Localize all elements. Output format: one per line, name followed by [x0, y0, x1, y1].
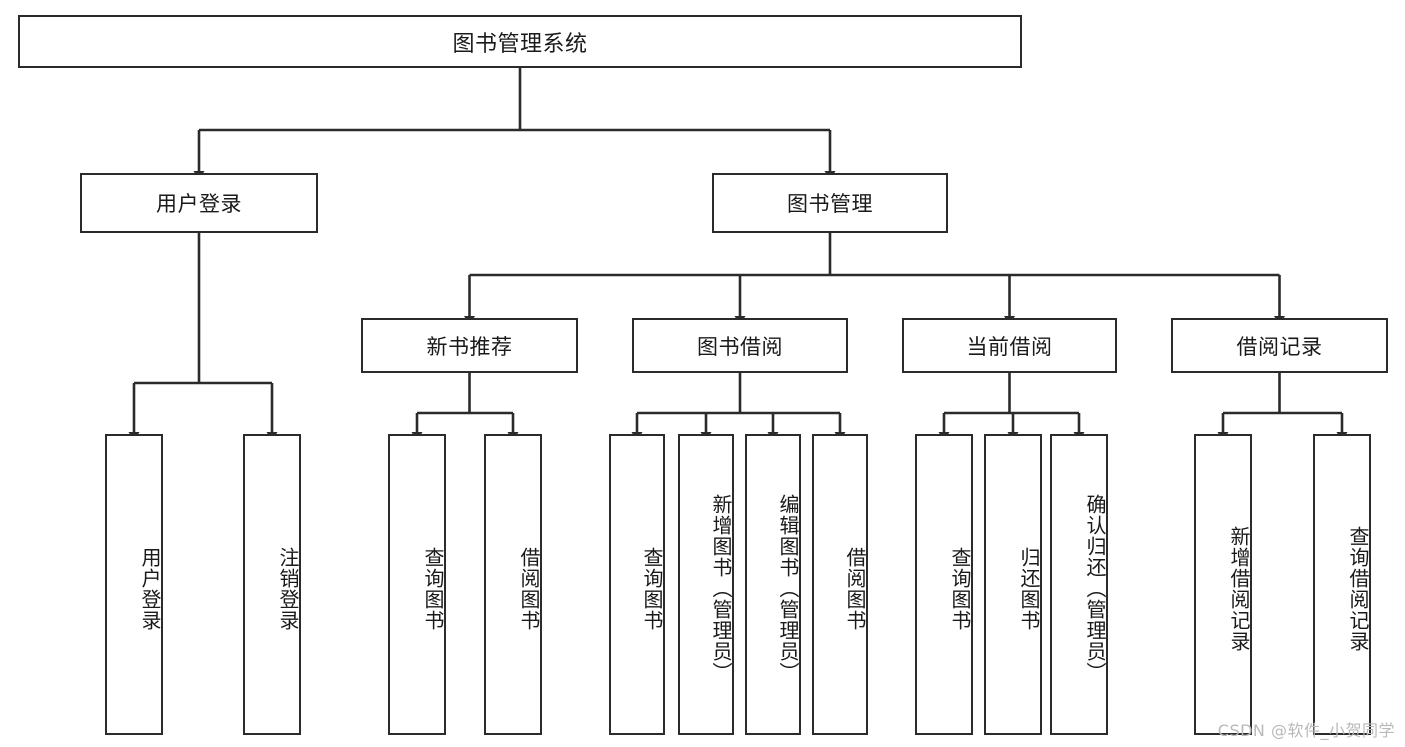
leaf-borrow-do-borrow-book[interactable]: 借阅图书: [812, 434, 868, 735]
node-borrow-record[interactable]: 借阅记录: [1171, 318, 1388, 373]
node-root[interactable]: 图书管理系统: [18, 15, 1022, 68]
leaf-borrow-query-book[interactable]: 查询图书: [609, 434, 665, 735]
leaf-current-confirm-return-admin[interactable]: 确认归还（管理员）: [1050, 434, 1108, 735]
leaf-recommend-query-book[interactable]: 查询图书: [388, 434, 446, 735]
node-new-book-recommend[interactable]: 新书推荐: [361, 318, 578, 373]
leaf-borrow-add-book-admin[interactable]: 新增图书（管理员）: [678, 434, 734, 735]
node-label: 归还图书: [1017, 546, 1041, 631]
watermark-text: CSDN @软件_小贺同学: [1217, 721, 1395, 740]
leaf-current-return-book[interactable]: 归还图书: [984, 434, 1042, 735]
leaf-current-query-book[interactable]: 查询图书: [915, 434, 973, 735]
node-label: 图书管理系统: [452, 31, 588, 57]
node-label: 图书管理: [787, 192, 873, 216]
leaf-recommend-borrow-book[interactable]: 借阅图书: [484, 434, 542, 735]
node-label: 查询图书: [421, 546, 445, 631]
leaf-borrow-edit-book-admin[interactable]: 编辑图书（管理员）: [745, 434, 801, 735]
node-label: 借阅图书: [517, 546, 541, 631]
node-label: 图书借阅: [697, 334, 783, 359]
leaf-record-query-borrow-record[interactable]: 查询借阅记录: [1313, 434, 1371, 735]
node-label: 查询图书: [640, 546, 664, 631]
leaf-user-login[interactable]: 用户登录: [105, 434, 163, 735]
node-label: 用户登录: [138, 546, 162, 631]
node-current-borrow[interactable]: 当前借阅: [902, 318, 1117, 373]
node-label: 当前借阅: [966, 334, 1053, 359]
node-label: 确认归还（管理员）: [1083, 494, 1107, 683]
node-label: 查询图书: [948, 546, 972, 631]
node-label: 借阅记录: [1236, 334, 1323, 359]
node-user-login-module[interactable]: 用户登录: [80, 173, 318, 233]
node-label: 借阅图书: [843, 546, 867, 631]
leaf-user-logout[interactable]: 注销登录: [243, 434, 301, 735]
node-label: 用户登录: [156, 192, 242, 216]
node-book-borrow[interactable]: 图书借阅: [632, 318, 848, 373]
node-label: 新增借阅记录: [1227, 525, 1251, 652]
node-label: 查询借阅记录: [1346, 525, 1370, 652]
node-label: 新书推荐: [426, 334, 513, 359]
node-label: 编辑图书（管理员）: [776, 494, 800, 683]
leaf-record-add-borrow-record[interactable]: 新增借阅记录: [1194, 434, 1252, 735]
node-label: 新增图书（管理员）: [709, 494, 733, 683]
node-label: 注销登录: [276, 546, 300, 631]
node-book-management-module[interactable]: 图书管理: [712, 173, 948, 233]
